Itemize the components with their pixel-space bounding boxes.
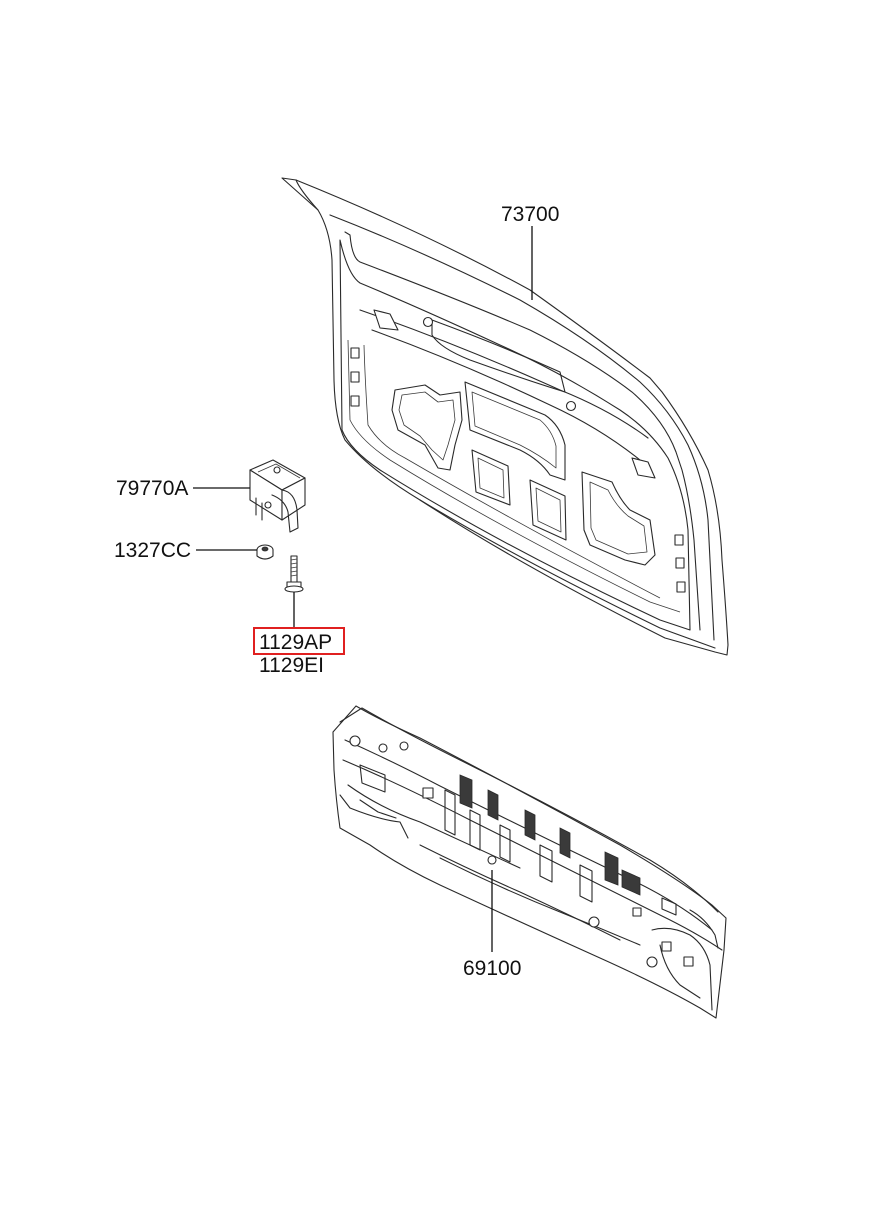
bolt-drawing[interactable]: [284, 555, 304, 593]
label-69100[interactable]: 69100: [463, 957, 521, 980]
rear-panel-drawing[interactable]: [332, 705, 727, 1019]
label-1129EI[interactable]: 1129EI: [259, 654, 324, 677]
label-1129AP[interactable]: 1129AP: [259, 631, 332, 654]
label-79770A[interactable]: 79770A: [116, 477, 188, 500]
label-73700[interactable]: 73700: [501, 203, 559, 226]
tailgate-panel-drawing[interactable]: [281, 177, 729, 656]
highlight-box: [253, 627, 345, 655]
bracket-drawing[interactable]: [249, 459, 306, 533]
nut-drawing[interactable]: [256, 544, 274, 560]
label-1327CC[interactable]: 1327CC: [114, 539, 191, 562]
